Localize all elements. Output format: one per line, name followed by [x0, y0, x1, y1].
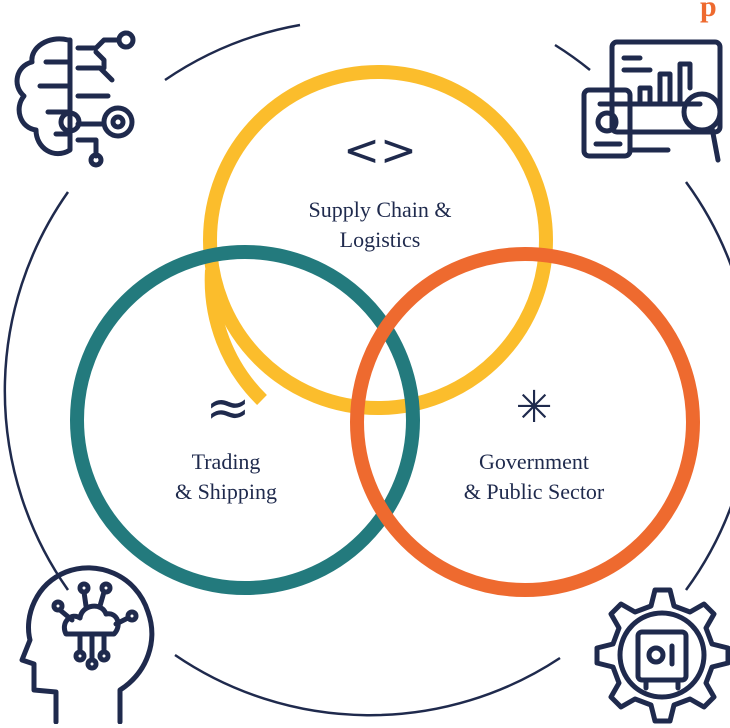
brain-circuit-icon [14, 30, 136, 168]
safe-gear-icon [594, 587, 730, 724]
asterisk-icon: ✳ [515, 382, 553, 433]
code-brackets-icon: <> [343, 125, 417, 176]
circle-trading [70, 245, 420, 595]
header-partial-text: p [700, 0, 717, 23]
outer-ring-arc-top-left [164, 23, 301, 82]
outer-ring-arc-left [3, 191, 70, 591]
supply-chain-label: Supply Chain & Logistics [230, 195, 530, 255]
outer-ring-arc-bottom [174, 653, 561, 717]
head-cloud-icon [19, 565, 155, 725]
outer-ring-arc-right [684, 181, 730, 591]
supply-chain-line2: Logistics [339, 227, 421, 252]
wave-icon: ≈ [205, 376, 251, 439]
circle-government [350, 247, 700, 597]
outer-ring-arc-top-right [554, 43, 591, 71]
circle-supply-chain-overlap [204, 269, 267, 405]
government-line1: Government [479, 449, 589, 474]
circle-supply-chain [203, 65, 553, 415]
government-label: Government & Public Sector [414, 447, 654, 507]
trading-line2: & Shipping [174, 479, 278, 504]
trading-line1: Trading [191, 449, 261, 474]
analytics-dashboard-icon [581, 39, 723, 163]
supply-chain-line1: Supply Chain & [308, 197, 452, 222]
government-line2: & Public Sector [463, 479, 605, 504]
trading-label: Trading & Shipping [106, 447, 346, 507]
outer-ring [3, 23, 730, 717]
